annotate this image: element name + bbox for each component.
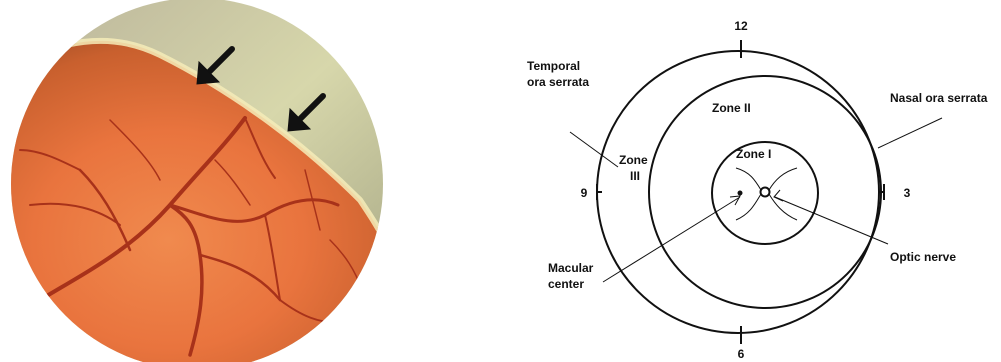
pointer-temporal [570,132,618,167]
rop-zone-diagram [570,40,942,344]
clock-6: 6 [738,347,745,361]
label-zone-1: Zone I [736,147,771,161]
optic-disc [761,188,770,197]
label-nasal: Nasal ora serrata [890,91,988,105]
label-macular-line1: Macular [548,261,594,275]
zone-2-boundary [649,76,881,308]
optic-vessel-right-upper [769,168,797,190]
label-macular-line2: center [548,277,584,291]
clock-9: 9 [581,186,588,200]
label-zone-2: Zone II [712,101,751,115]
pointer-macular [603,197,740,282]
label-optic-nerve: Optic nerve [890,250,956,264]
label-zone-3-line2: III [630,169,640,183]
pointer-nasal [878,118,942,148]
clock-12: 12 [734,19,748,33]
optic-vessel-left-lower [736,194,761,220]
label-zone-3-line1: Zone [619,153,648,167]
clock-3: 3 [904,186,911,200]
optic-vessel-left-upper [736,168,761,190]
optic-vessel-right-lower [769,194,797,220]
fundus-photo [0,0,400,362]
label-temporal-line2: ora serrata [527,75,589,89]
macular-dot [738,191,743,196]
label-temporal-line1: Temporal [527,59,580,73]
